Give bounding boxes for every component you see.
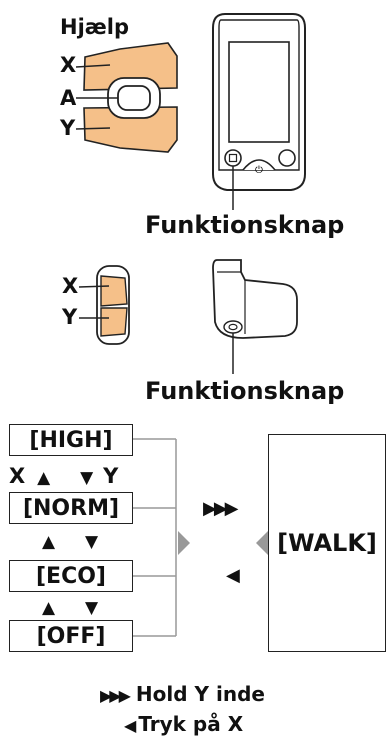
mode-eco: [ECO] (9, 560, 133, 592)
lever-switch-drawing (78, 265, 130, 345)
x-label: X (60, 53, 77, 77)
press-arrow-icon: ◀ (226, 565, 240, 586)
a-label: A (60, 86, 77, 110)
press-text: Tryk på X (138, 712, 244, 736)
y-label: Y (60, 116, 76, 140)
legend-hold: ▶▶▶Hold Y inde (100, 684, 265, 704)
y-lever-shape-middle (100, 307, 128, 337)
x-lever-shape (83, 42, 178, 91)
mode-norm: [NORM] (9, 492, 133, 524)
junction-pointer-left (178, 531, 190, 555)
y-label-modes: Y (103, 464, 119, 488)
up-arrow-icon: ▲ (37, 468, 51, 488)
mode-connector-lines (133, 438, 268, 637)
mode-walk: [WALK] (268, 434, 386, 652)
power-icon: ⏻ (255, 165, 263, 176)
display-screen (228, 41, 290, 143)
help-label: Hjælp (60, 15, 130, 39)
up-down-row-2: ▲ ▼ (42, 600, 98, 617)
legend-press: ◀Tryk på X (124, 714, 243, 734)
down-arrow-icon: ▼ (85, 598, 99, 618)
press-arrow-legend-icon: ◀ (124, 716, 137, 735)
x-label-modes: X (9, 464, 26, 488)
mode-off: [OFF] (9, 620, 133, 652)
mode-high: [HIGH] (9, 424, 133, 456)
display-unit-drawing: ⏻ (212, 13, 306, 210)
function-button-caption-top: Funktionsknap (145, 211, 345, 239)
up-down-row-1: ▲ ▼ (42, 534, 98, 551)
junction-box-drawing (212, 259, 298, 374)
switch-unit-drawing (75, 42, 178, 153)
y-label-middle: Y (62, 305, 78, 329)
a-button-inner (117, 85, 151, 111)
down-arrow-icon: ▼ (85, 532, 99, 552)
x-label-middle: X (62, 274, 79, 298)
hold-arrows-icon: ▶▶▶ (203, 498, 238, 519)
light-button-icon (278, 149, 296, 167)
hold-text: Hold Y inde (135, 682, 265, 706)
x-lever-shape-middle (100, 275, 128, 307)
function-button-small-icon (223, 320, 243, 334)
y-lever-shape (83, 106, 178, 153)
walk-box-pointer (256, 531, 268, 555)
up-arrow-icon: ▲ (42, 532, 56, 552)
x-up-y-down-row: X ▲ ▼ Y (9, 466, 118, 487)
function-button-icon (224, 149, 242, 167)
down-arrow-icon: ▼ (80, 468, 94, 488)
hold-arrows-legend-icon: ▶▶▶ (100, 686, 131, 705)
function-button-caption-middle: Funktionsknap (145, 377, 345, 405)
up-arrow-icon: ▲ (42, 598, 56, 618)
